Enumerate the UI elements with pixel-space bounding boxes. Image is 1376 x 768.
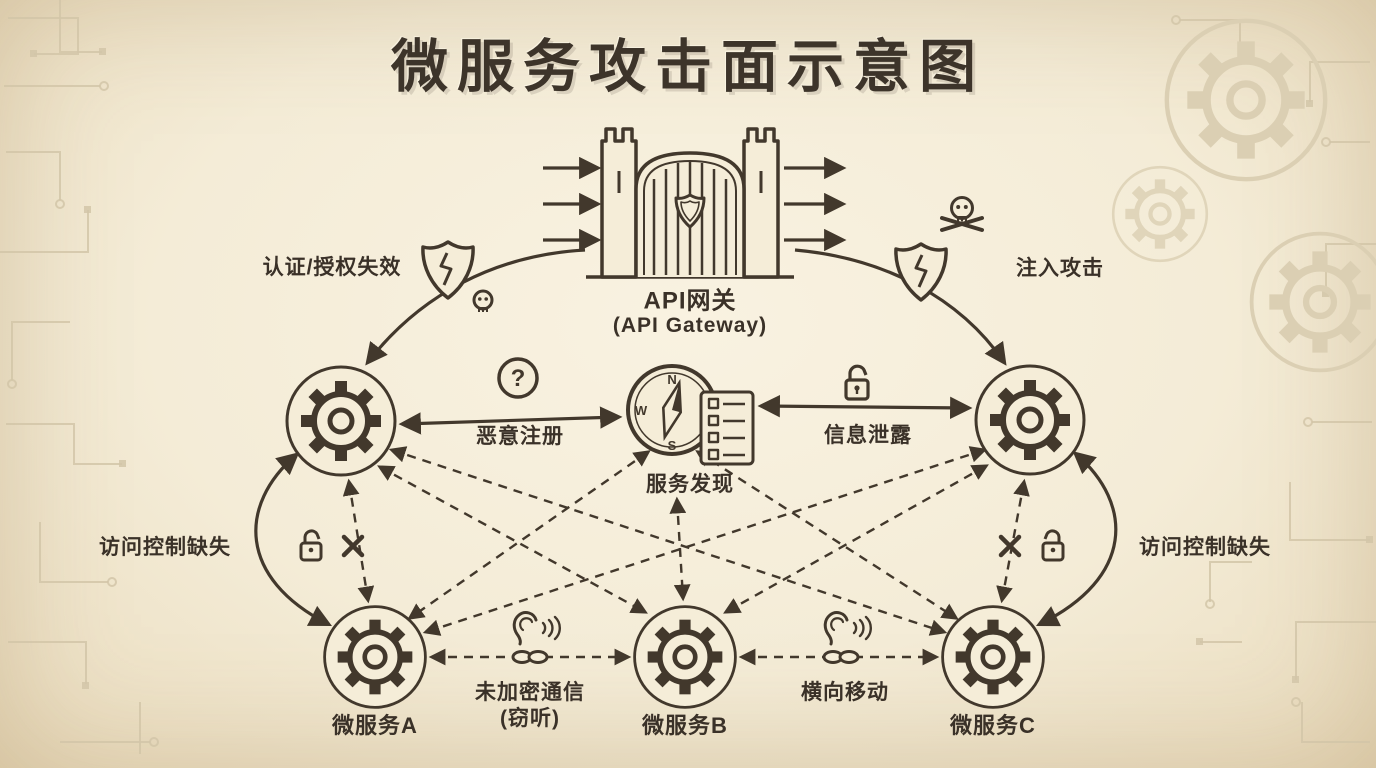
gate-shield-emblem-icon xyxy=(674,193,706,229)
compass-icon: N W S xyxy=(626,364,718,456)
x-mark-icon xyxy=(998,534,1022,558)
microservice-b-label: 微服务B xyxy=(642,713,728,738)
threat-access-control-right-label: 访问控制缺失 xyxy=(1139,536,1271,559)
threat-lateral-movement-label: 横向移动 xyxy=(801,681,889,704)
gear-icon xyxy=(976,366,1084,474)
compass-south-label: S xyxy=(668,438,677,453)
dashed-attack-edges xyxy=(342,446,1030,666)
service-discovery-label: 服务发现 xyxy=(646,473,734,496)
gear-icon xyxy=(325,607,426,708)
edge-left-to-a-curve xyxy=(254,452,332,627)
edge-left-to-b xyxy=(377,465,648,614)
question-icon: ? xyxy=(497,357,539,399)
question-mark-glyph: ? xyxy=(511,365,526,392)
shield-crack-icon xyxy=(894,242,948,302)
edge-right-to-c xyxy=(996,478,1030,604)
threat-information-disclosure-label: 信息泄露 xyxy=(824,424,912,447)
ear-icon xyxy=(823,611,872,646)
skull-crossbones-icon xyxy=(940,196,984,232)
api-gateway-icon xyxy=(586,127,794,279)
gear-icon xyxy=(287,367,395,475)
ear-icon xyxy=(512,611,561,646)
edge-discovery-to-a xyxy=(407,450,651,620)
edge-left-to-discovery xyxy=(398,406,623,435)
edge-left-to-a xyxy=(342,478,375,604)
threat-malicious-registration-label: 恶意注册 xyxy=(476,425,564,448)
api-gateway-label-zh: API网关 xyxy=(643,287,737,315)
chain-link-icon xyxy=(511,650,549,664)
edge-discovery-to-right xyxy=(757,394,973,420)
background-gear-decoration xyxy=(1113,21,1376,371)
microservice-c-label: 微服务C xyxy=(950,713,1036,738)
edge-discovery-to-c xyxy=(695,450,959,620)
solid-edges xyxy=(254,156,1118,627)
diagram-title: 微服务攻击面示意图 xyxy=(391,35,985,99)
microservice-a-label: 微服务A xyxy=(332,713,418,738)
threat-auth-failure-label: 认证/授权失效 xyxy=(262,256,402,279)
open-padlock-icon xyxy=(1041,529,1065,562)
shield-crack-icon xyxy=(421,240,475,300)
gear-icon xyxy=(943,607,1044,708)
edge-right-to-c-curve xyxy=(1035,451,1118,627)
checklist-icon xyxy=(699,390,755,466)
threat-injection-label: 注入攻击 xyxy=(1016,257,1104,280)
skull-icon xyxy=(472,289,494,312)
edge-discovery-to-b xyxy=(669,496,691,602)
threat-eavesdropping-label: (窃听) xyxy=(500,707,560,730)
compass-north-label: N xyxy=(667,372,676,387)
open-padlock-icon xyxy=(299,529,323,562)
threat-access-control-left-label: 访问控制缺失 xyxy=(99,536,231,559)
edge-right-to-b xyxy=(723,464,989,614)
chain-link-icon xyxy=(822,650,860,664)
api-gateway-label-en: (API Gateway) xyxy=(612,314,768,337)
gear-icon xyxy=(635,607,736,708)
x-mark-icon xyxy=(341,534,365,558)
threat-unencrypted-comm-label: 未加密通信 xyxy=(475,681,585,704)
compass-west-label: W xyxy=(635,403,648,418)
open-padlock-icon xyxy=(844,364,870,401)
